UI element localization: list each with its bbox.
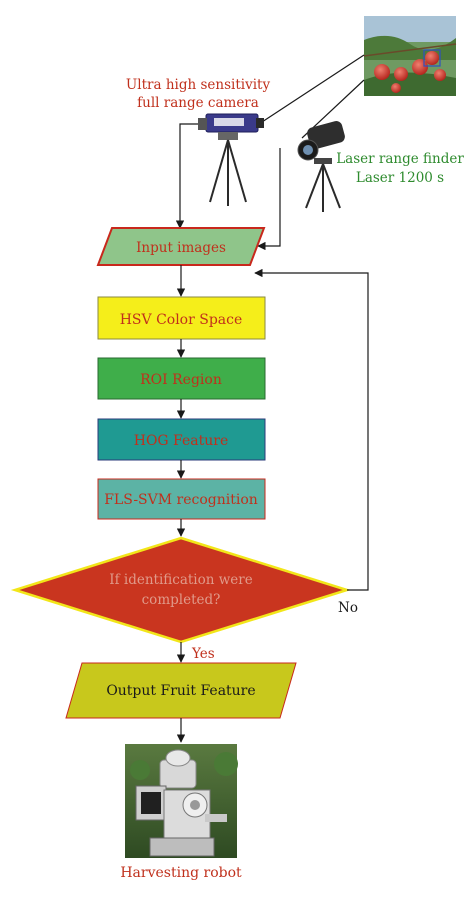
decision-node (10, 536, 352, 644)
camera-label-line2: full range camera (137, 95, 259, 111)
input-images-node (96, 227, 266, 266)
output-fruit-feature-node (65, 662, 297, 719)
rangefinder-label-line2: Laser 1200 s (356, 170, 444, 186)
no-branch-label: No (338, 600, 358, 616)
hsv-color-space-node (97, 296, 266, 340)
roi-region-label: ROI Region (140, 372, 222, 388)
rangefinder-to-input-arrow (257, 148, 281, 251)
input-images-label: Input images (136, 240, 226, 256)
output-fruit-feature-label: Output Fruit Feature (106, 683, 255, 699)
hog-feature-node (97, 418, 266, 461)
apple-tree-photo (363, 16, 457, 96)
harvesting-robot-photo (125, 744, 238, 858)
camera-label-line1: Ultra high sensitivity (126, 77, 271, 93)
harvesting-robot-label: Harvesting robot (120, 865, 242, 881)
decision-label-line2: completed? (142, 592, 221, 608)
camera-to-input-arrow (175, 123, 198, 229)
yes-branch-label: Yes (191, 646, 215, 662)
fls-svm-node (97, 478, 266, 520)
decision-label-line1: If identification were (109, 572, 252, 588)
roi-region-node (97, 357, 266, 400)
hog-feature-label: HOG Feature (134, 433, 229, 449)
laser-rangefinder-icon (297, 121, 345, 212)
hsv-color-space-label: HSV Color Space (120, 312, 243, 328)
rangefinder-label-line1: Laser range finder (336, 151, 464, 167)
no-loop-arrow (254, 268, 369, 591)
fls-svm-label: FLS-SVM recognition (104, 492, 258, 508)
camera-icon (198, 113, 264, 206)
